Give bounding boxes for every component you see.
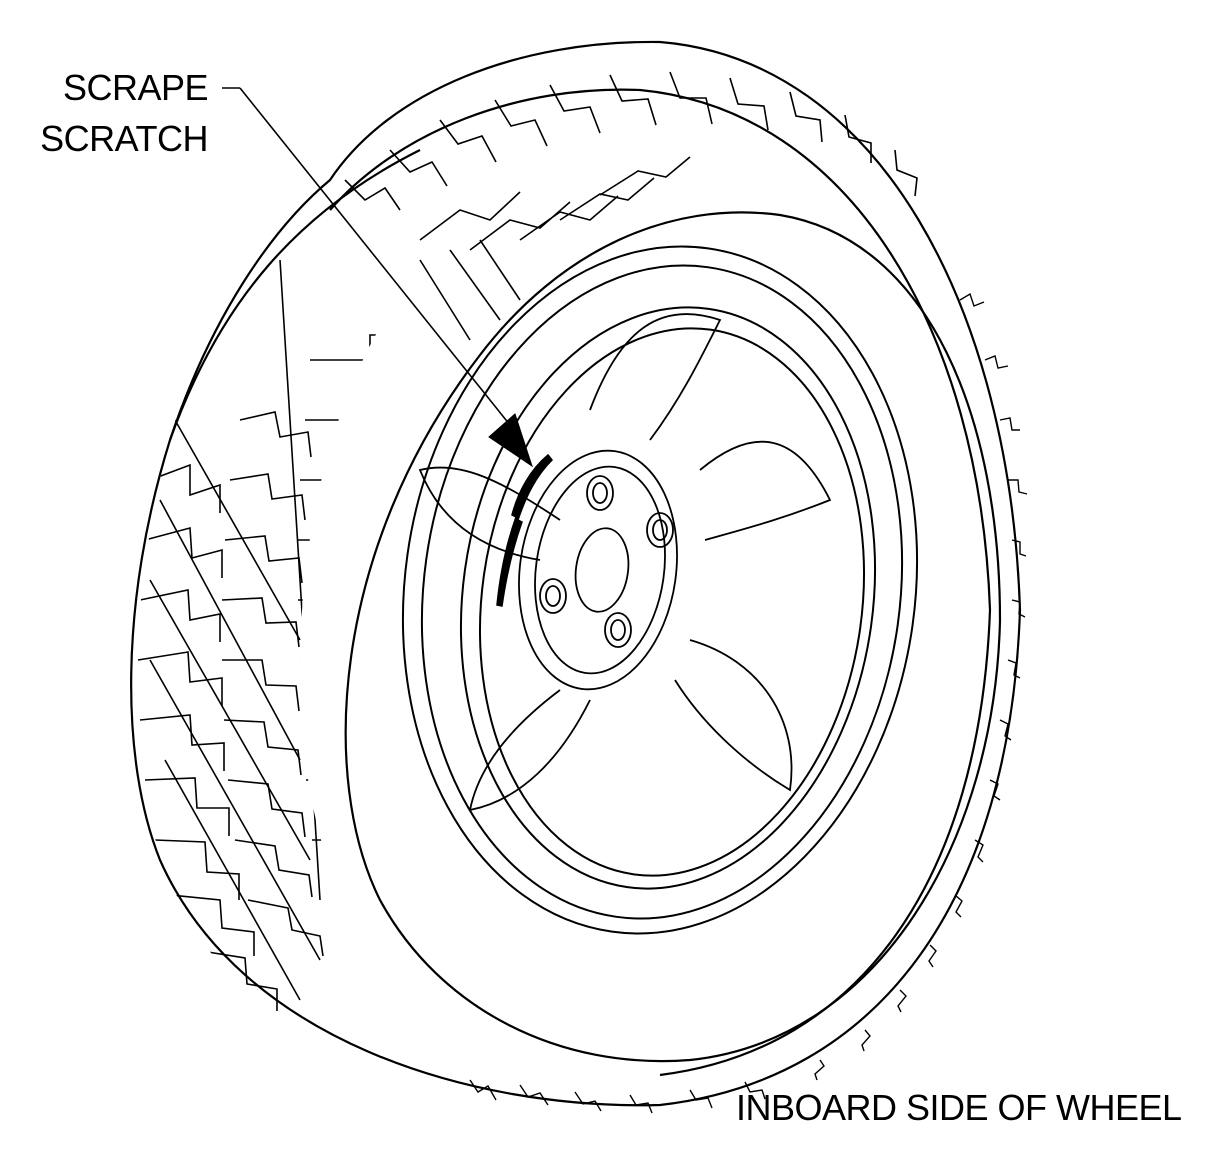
lug-hole (646, 512, 674, 548)
leader-line (239, 87, 511, 426)
tread-inner-line (168, 149, 421, 441)
spoke-5 (418, 466, 561, 561)
callout-leader (222, 87, 511, 426)
scratch-mark-icon (496, 453, 554, 607)
spoke-4 (468, 689, 591, 812)
lug-hole (592, 482, 608, 504)
arrow-pointer-icon (488, 413, 533, 468)
sidewall-boundary (344, 211, 1002, 1063)
rim-barrel (478, 327, 866, 877)
spoke-1 (589, 313, 722, 441)
lug-hole (652, 519, 668, 541)
rim-inner (459, 306, 877, 890)
lug-hole (604, 612, 632, 648)
wheel-hub (518, 449, 678, 691)
wheel-rim (401, 245, 919, 935)
tire (130, 40, 1022, 1107)
tire-outer-edge (130, 40, 1022, 1107)
lug-hole (539, 578, 567, 614)
tread-top (344, 71, 918, 341)
tread-right-edge (469, 292, 1028, 1114)
wheel-spokes (418, 313, 832, 812)
hub-outer (518, 449, 678, 691)
spoke-3 (674, 639, 793, 792)
lug-hole (610, 619, 626, 641)
callout-label-scrape: SCRAPE (62, 67, 209, 108)
lug-holes (539, 475, 674, 648)
lug-hole (586, 475, 614, 511)
hub-ring (534, 465, 666, 675)
lug-hole (545, 585, 561, 607)
diagram-caption: INBOARD SIDE OF WHEEL (736, 1087, 1182, 1128)
rim-outer (401, 245, 919, 935)
spoke-2 (699, 440, 832, 541)
callout-label-scratch: SCRATCH (40, 118, 208, 159)
hub-center-bore (574, 527, 630, 613)
tread-shoulder-line (329, 88, 992, 1077)
rim-flange (420, 264, 904, 920)
